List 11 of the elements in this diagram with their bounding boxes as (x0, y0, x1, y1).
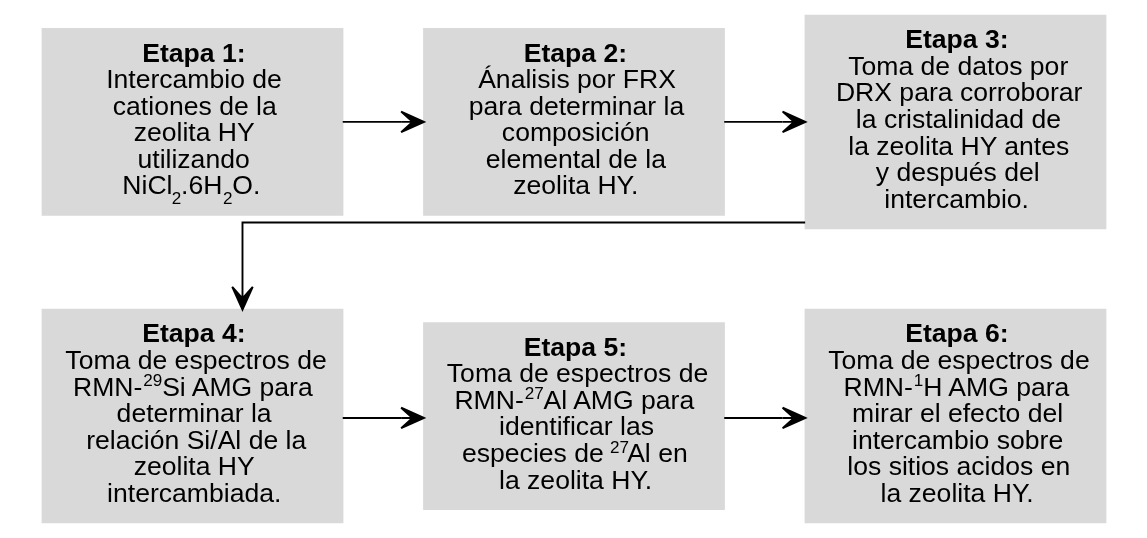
node-box: Etapa 2: Ánalisis por FRX para determinar la composición elemental de la zeolita HY. (422, 27, 725, 216)
arrow (341, 110, 425, 134)
node-box: Etapa 4: Toma de espectros de RMN-$^{29}$Si AMG para determinar la relación Si/Al de la zeolita HY intercambiada. (41, 308, 343, 524)
arrow (341, 406, 425, 430)
node-box: Etapa 3: Toma de datos por DRX para corroborar la cristalinidad de la zeolita HY antes y después del intercambio. (804, 14, 1106, 230)
node-box: Etapa 1: Intercambio de cationes de la zeolita HY utilizando NiCl$_{2}$.6H$_{2}$O. (41, 27, 343, 216)
node-box: Etapa 5: Toma de espectros de RMN-$^{27}$Al AMG para identificar las especies de $^{27}$Al en la zeolita HY. (422, 322, 725, 511)
arrow (722, 110, 806, 134)
arrow (230, 221, 806, 311)
node-box: Etapa 6: Toma de espectros de RMN-$^{1}$H AMG para mirar el efecto del intercambio sobre los sitios acidos en la zeolita HY. (804, 308, 1106, 524)
arrow (722, 406, 806, 430)
